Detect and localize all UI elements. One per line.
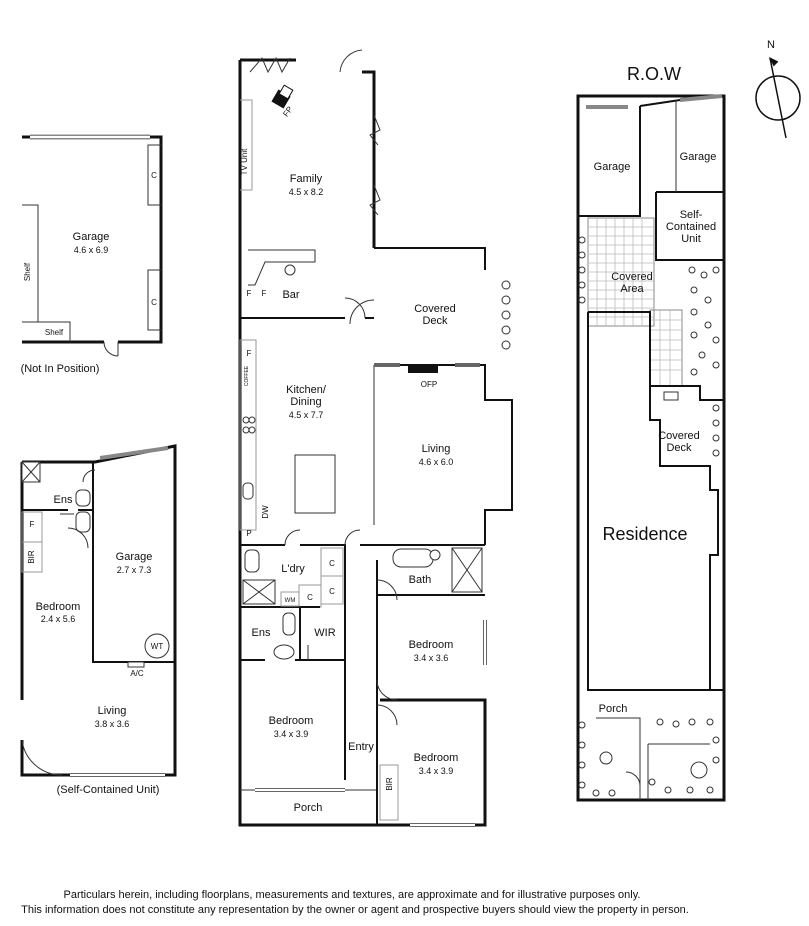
garage-left-dims: 4.6 x 6.9 (74, 245, 109, 255)
ensuite-label: Ens (252, 627, 271, 639)
self-contained-unit-plan: Ens F BIR Garage 2.7 x 7.3 Bedroom 2.4 x… (20, 444, 177, 796)
deck-planting (501, 280, 511, 350)
covered-area-label-2: Area (620, 283, 644, 295)
unit-living-label: Living (98, 705, 127, 717)
porch-label: Porch (294, 802, 323, 814)
living-dims: 4.6 x 6.0 (419, 457, 454, 467)
bath-label: Bath (409, 574, 432, 586)
pantry-label: P (246, 529, 251, 538)
coffee-label: COFFEE (244, 365, 250, 386)
site-garage-1-label: Garage (594, 161, 631, 173)
unit-label: Unit (681, 233, 701, 245)
family-dims: 4.5 x 8.2 (289, 187, 324, 197)
washing-machine-label: WM (285, 598, 296, 604)
kitchen-label: Kitchen/ (286, 384, 327, 396)
unit-living-dims: 3.8 x 3.6 (95, 719, 130, 729)
site-covered-deck-label-1: Covered (658, 430, 700, 442)
aircon-label: A/C (130, 669, 144, 678)
self-label: Self- (680, 209, 703, 221)
water-tank-label: WT (151, 642, 164, 651)
bedroom-3-dims: 3.4 x 3.9 (419, 766, 454, 776)
north-label: N (767, 39, 775, 51)
bedroom-3-label: Bedroom (414, 752, 459, 764)
covered-deck-label-1: Covered (414, 303, 456, 315)
bar-label: Bar (282, 289, 299, 301)
contained-label: Contained (666, 221, 716, 233)
bar-fridge-label-1: F (247, 289, 252, 298)
unit-ens-label: Ens (54, 494, 73, 506)
shelf-label-2: Shelf (45, 328, 64, 337)
bedroom-2-label: Bedroom (269, 715, 314, 727)
kitchen-fridge-label: F (247, 349, 252, 358)
unit-garage-label: Garage (116, 551, 153, 563)
living-label: Living (422, 443, 451, 455)
ofp-label: OFP (421, 380, 437, 389)
garage-left-plan: Garage 4.6 x 6.9 Shelf Shelf C C (Not In… (21, 134, 163, 375)
garage-left-caption: (Not In Position) (21, 363, 100, 375)
site-garage-2-label: Garage (680, 151, 717, 163)
laundry-label: L'dry (281, 563, 305, 575)
unit-bedroom-label: Bedroom (36, 601, 81, 613)
bir-label: BIR (385, 777, 394, 791)
wir-label: WIR (314, 627, 335, 639)
cupboard-label-2: C (151, 298, 157, 307)
row-label: R.O.W (627, 64, 681, 84)
bedroom-2-dims: 3.4 x 3.9 (274, 729, 309, 739)
unit-caption: (Self-Contained Unit) (57, 784, 160, 796)
site-plan: R.O.W N (576, 39, 801, 802)
covered-area-label-1: Covered (611, 271, 653, 283)
unit-fridge-label: F (30, 520, 35, 529)
dining-label: Dining (290, 396, 321, 408)
tv-unit-label: TV Unit (240, 148, 249, 175)
site-covered-deck-label-2: Deck (666, 442, 692, 454)
dishwasher-label: DW (261, 505, 270, 519)
kitchen-dims: 4.5 x 7.7 (289, 410, 324, 420)
garage-left-label: Garage (73, 231, 110, 243)
laundry-cupboard-1: C (329, 559, 335, 568)
residence-label: Residence (602, 524, 687, 544)
main-residence-plan: TV Unit F P Family 4.5 x 8.2 F F Bar Cove… (238, 49, 513, 827)
north-arrow-icon: N (755, 39, 801, 139)
covered-area-tiles (587, 217, 683, 387)
laundry-cupboard-3: C (307, 593, 313, 602)
disclaimer-line-1: Particulars herein, including floorplans… (64, 889, 641, 901)
site-porch-label: Porch (599, 703, 628, 715)
bedroom-1-dims: 3.4 x 3.6 (414, 653, 449, 663)
site-planting (578, 236, 720, 797)
entry-label: Entry (348, 741, 374, 753)
unit-garage-dims: 2.7 x 7.3 (117, 565, 152, 575)
unit-bir-label: BIR (27, 550, 36, 564)
family-label: Family (290, 173, 323, 185)
bar-fridge-label-2: F (262, 289, 267, 298)
bedroom-1-label: Bedroom (409, 639, 454, 651)
covered-deck-label-2: Deck (422, 315, 448, 327)
shelf-label-1: Shelf (23, 262, 32, 281)
disclaimer-line-2: This information does not constitute any… (21, 904, 689, 916)
unit-bedroom-dims: 2.4 x 5.6 (41, 614, 76, 624)
laundry-cupboard-2: C (329, 587, 335, 596)
cupboard-label-1: C (151, 171, 157, 180)
